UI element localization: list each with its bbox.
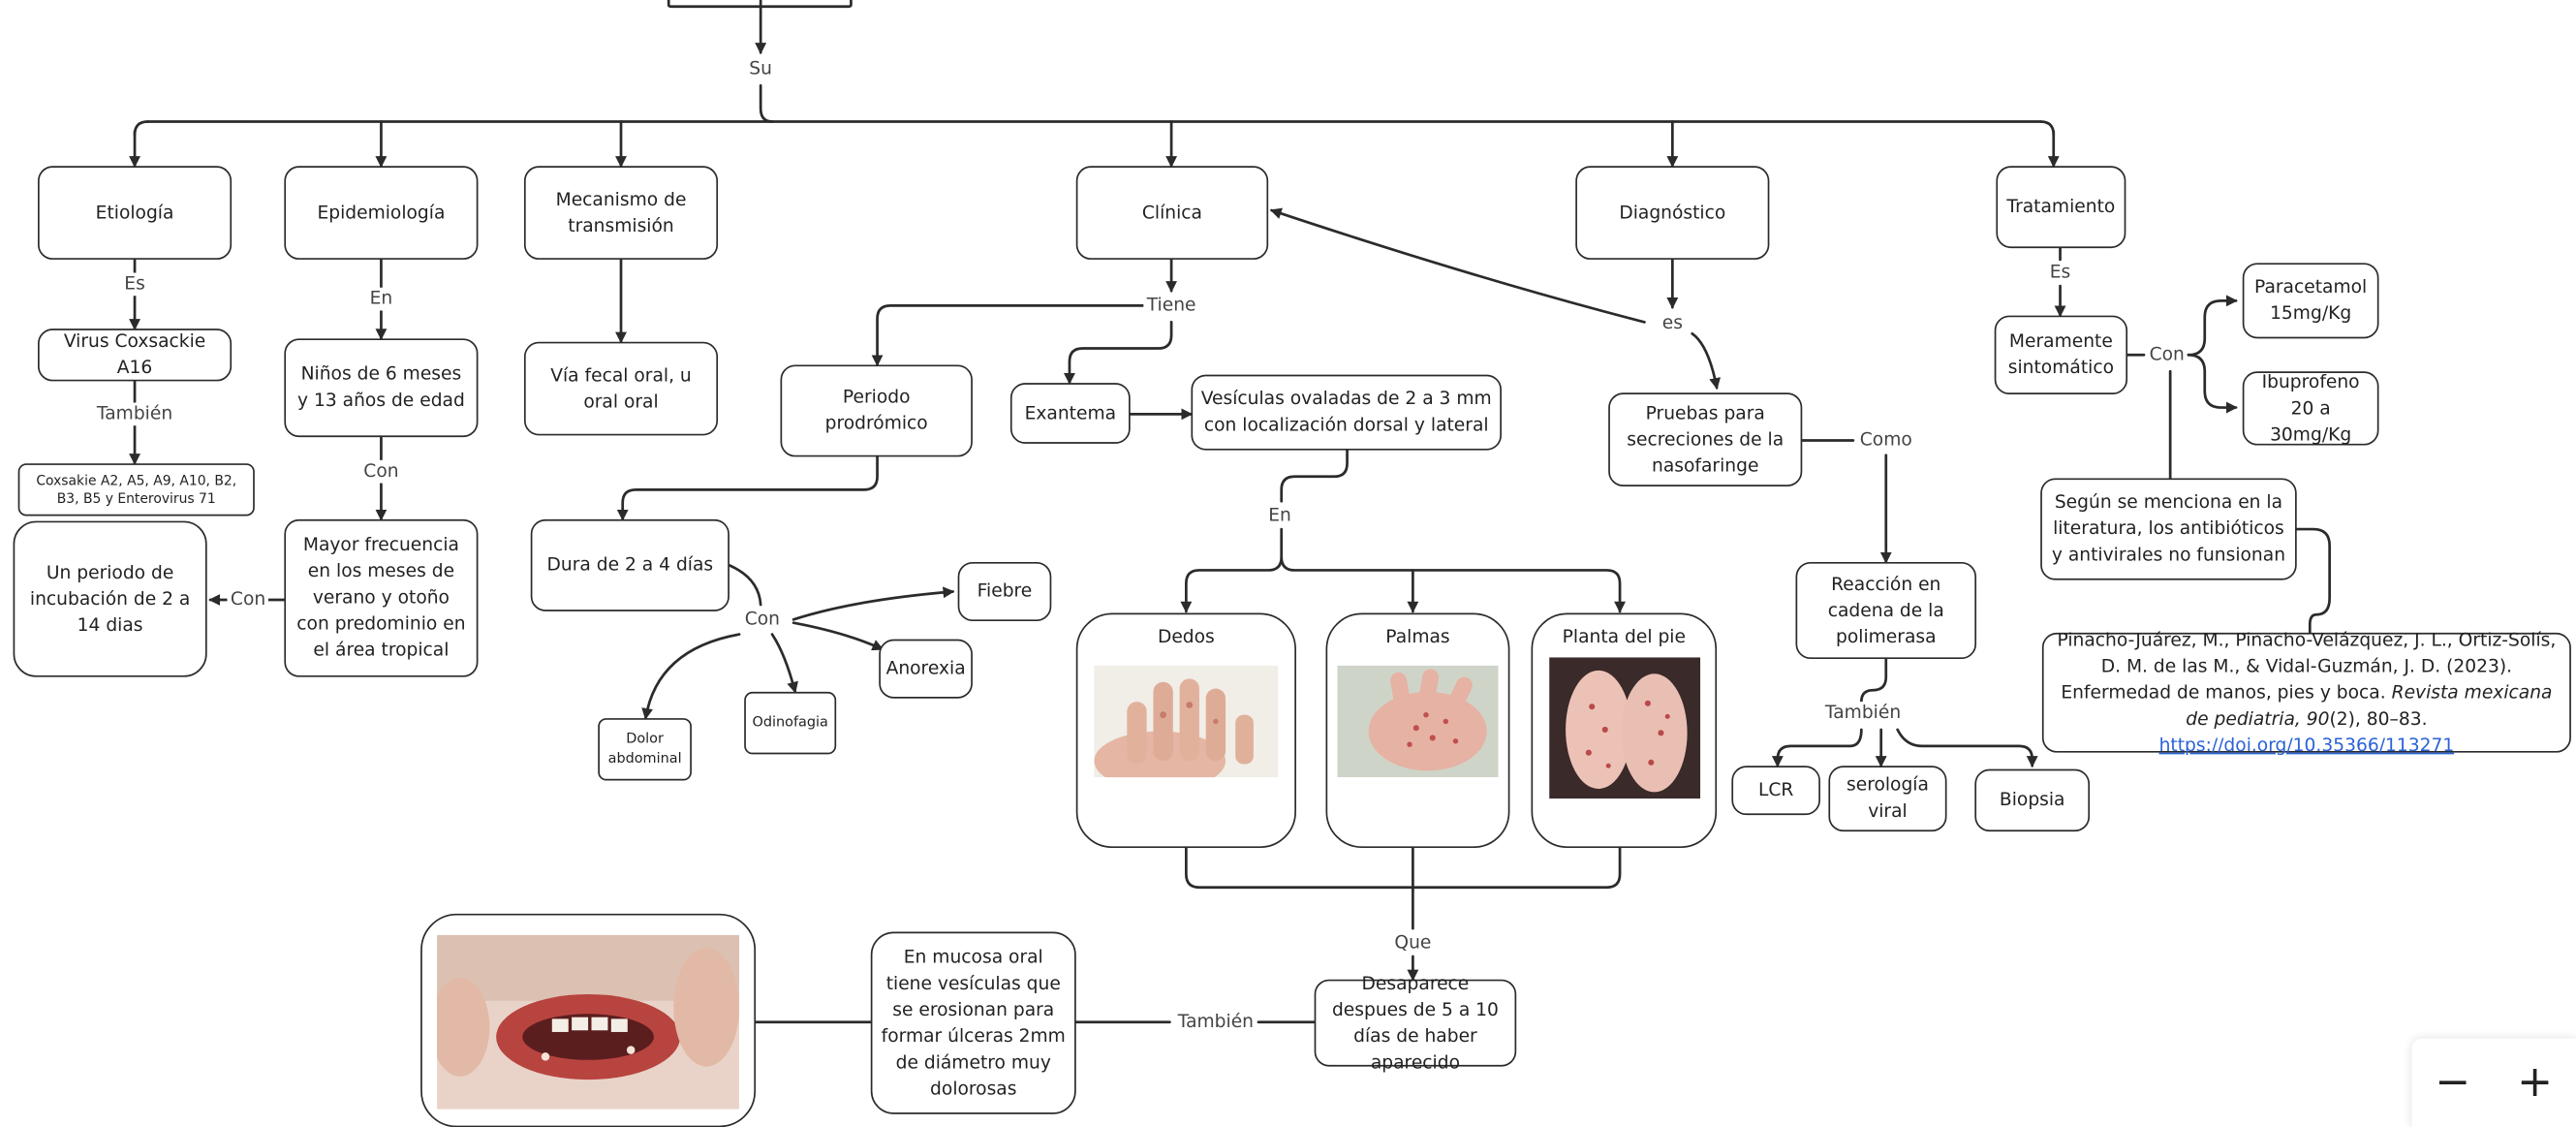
label-es: Es bbox=[120, 272, 149, 297]
node-clinica[interactable]: Clínica bbox=[1075, 166, 1269, 260]
label-con: Con bbox=[227, 588, 269, 611]
label-su: Su bbox=[745, 57, 776, 81]
node-mucosa-oral[interactable]: En mucosa oral tiene vesículas que se er… bbox=[870, 931, 1076, 1114]
node-pruebas-nasofaringe[interactable]: Pruebas para secreciones de la nasofarin… bbox=[1608, 392, 1803, 486]
label-como: Como bbox=[1856, 428, 1916, 453]
label-es: es bbox=[1659, 312, 1687, 335]
label-tambien: También bbox=[93, 402, 176, 426]
node-tratamiento[interactable]: Tratamiento bbox=[1996, 166, 2126, 249]
reference-authors: Pinacho-Juárez, M., Pinacho-Velázquez, J… bbox=[2057, 628, 2557, 703]
reference-text: Pinacho-Juárez, M., Pinacho-Velázquez, J… bbox=[2052, 627, 2561, 759]
node-anorexia[interactable]: Anorexia bbox=[879, 639, 973, 699]
node-virus-coxsackie[interactable]: Virus Coxsackie A16 bbox=[38, 329, 233, 382]
reference-doi-link[interactable]: https://doi.org/10.35366/113271 bbox=[2158, 734, 2455, 756]
node-mayor-frecuencia[interactable]: Mayor frecuencia en los meses de verano … bbox=[284, 518, 479, 677]
zoom-controls: − + bbox=[2411, 1038, 2576, 1127]
node-ninos-edad[interactable]: Niños de 6 meses y 13 años de edad bbox=[284, 338, 479, 438]
node-meramente-sintomatico[interactable]: Meramente sintomático bbox=[1994, 315, 2128, 394]
node-antibioticos-no-funcionan[interactable]: Según se menciona en la literatura, los … bbox=[2040, 478, 2297, 580]
node-planta-del-pie[interactable]: Planta del pie bbox=[1531, 612, 1718, 849]
node-serologia-viral[interactable]: serología viral bbox=[1828, 766, 1947, 832]
node-epidemiologia[interactable]: Epidemiología bbox=[284, 166, 479, 260]
label-en: En bbox=[1264, 504, 1295, 528]
palmas-photo bbox=[1337, 665, 1499, 778]
node-dedos[interactable]: Dedos bbox=[1075, 612, 1296, 849]
label-es: Es bbox=[2046, 261, 2074, 285]
label-en: En bbox=[366, 287, 396, 311]
node-paracetamol[interactable]: Paracetamol 15mg/Kg bbox=[2242, 263, 2379, 339]
node-desaparece[interactable]: Desaparece despues de 5 a 10 días de hab… bbox=[1314, 972, 1517, 1073]
node-periodo-prodromico[interactable]: Periodo prodrómico bbox=[780, 364, 973, 457]
node-diagnostico[interactable]: Diagnóstico bbox=[1575, 166, 1770, 260]
node-coxsackie-list[interactable]: Coxsakie A2, A5, A9, A10, B2, B3, B5 y E… bbox=[17, 463, 255, 517]
label-tiene: Tiene bbox=[1143, 294, 1199, 318]
node-dolor-abdominal[interactable]: Dolor abdominal bbox=[598, 718, 692, 781]
reference-journal: Revista mexicana de pediatria, 90 bbox=[2186, 680, 2553, 730]
node-exantema[interactable]: Exantema bbox=[1009, 383, 1131, 444]
node-etiologia[interactable]: Etiología bbox=[38, 166, 233, 260]
label-con: Con bbox=[359, 459, 402, 484]
label-que: Que bbox=[1390, 931, 1435, 955]
palmas-caption: Palmas bbox=[1385, 626, 1450, 648]
node-pcr[interactable]: Reacción en cadena de la polimerasa bbox=[1795, 561, 1977, 660]
reference-issue: (2), 80–83. bbox=[2329, 707, 2428, 730]
dedos-photo bbox=[1094, 665, 1279, 778]
node-odinofagia[interactable]: Odinofagia bbox=[744, 691, 837, 755]
node-palmas[interactable]: Palmas bbox=[1325, 612, 1510, 849]
node-fiebre[interactable]: Fiebre bbox=[957, 561, 1052, 622]
node-ibuprofeno[interactable]: Ibuprofeno 20 a 30mg/Kg bbox=[2242, 370, 2379, 446]
node-mecanismo-transmision[interactable]: Mecanismo de transmisión bbox=[523, 166, 719, 260]
node-vesiculas-ovaladas[interactable]: Vesículas ovaladas de 2 a 3 mm con local… bbox=[1191, 374, 1502, 451]
node-incubacion[interactable]: Un periodo de incubación de 2 a 14 dias bbox=[13, 520, 207, 677]
node-biopsia[interactable]: Biopsia bbox=[1974, 768, 2091, 832]
label-con: Con bbox=[2146, 343, 2188, 367]
label-tambien: También bbox=[1174, 1010, 1257, 1034]
node-lcr[interactable]: LCR bbox=[1731, 766, 1820, 816]
node-referencia[interactable]: Pinacho-Juárez, M., Pinacho-Velázquez, J… bbox=[2041, 629, 2571, 755]
zoom-in-button[interactable]: + bbox=[2517, 1058, 2554, 1108]
planta-caption: Planta del pie bbox=[1562, 626, 1686, 648]
node-mucosa-photo[interactable] bbox=[420, 913, 757, 1127]
label-tambien: También bbox=[1821, 702, 1905, 725]
mouth-photo bbox=[437, 934, 740, 1110]
node-via-fecal-oral[interactable]: Vía fecal oral, u oral oral bbox=[523, 341, 719, 436]
node-dura-2-4-dias[interactable]: Dura de 2 a 4 días bbox=[530, 518, 729, 611]
dedos-caption: Dedos bbox=[1157, 626, 1215, 648]
zoom-out-button[interactable]: − bbox=[2435, 1058, 2471, 1108]
planta-photo bbox=[1548, 657, 1700, 799]
label-con: Con bbox=[741, 608, 784, 632]
